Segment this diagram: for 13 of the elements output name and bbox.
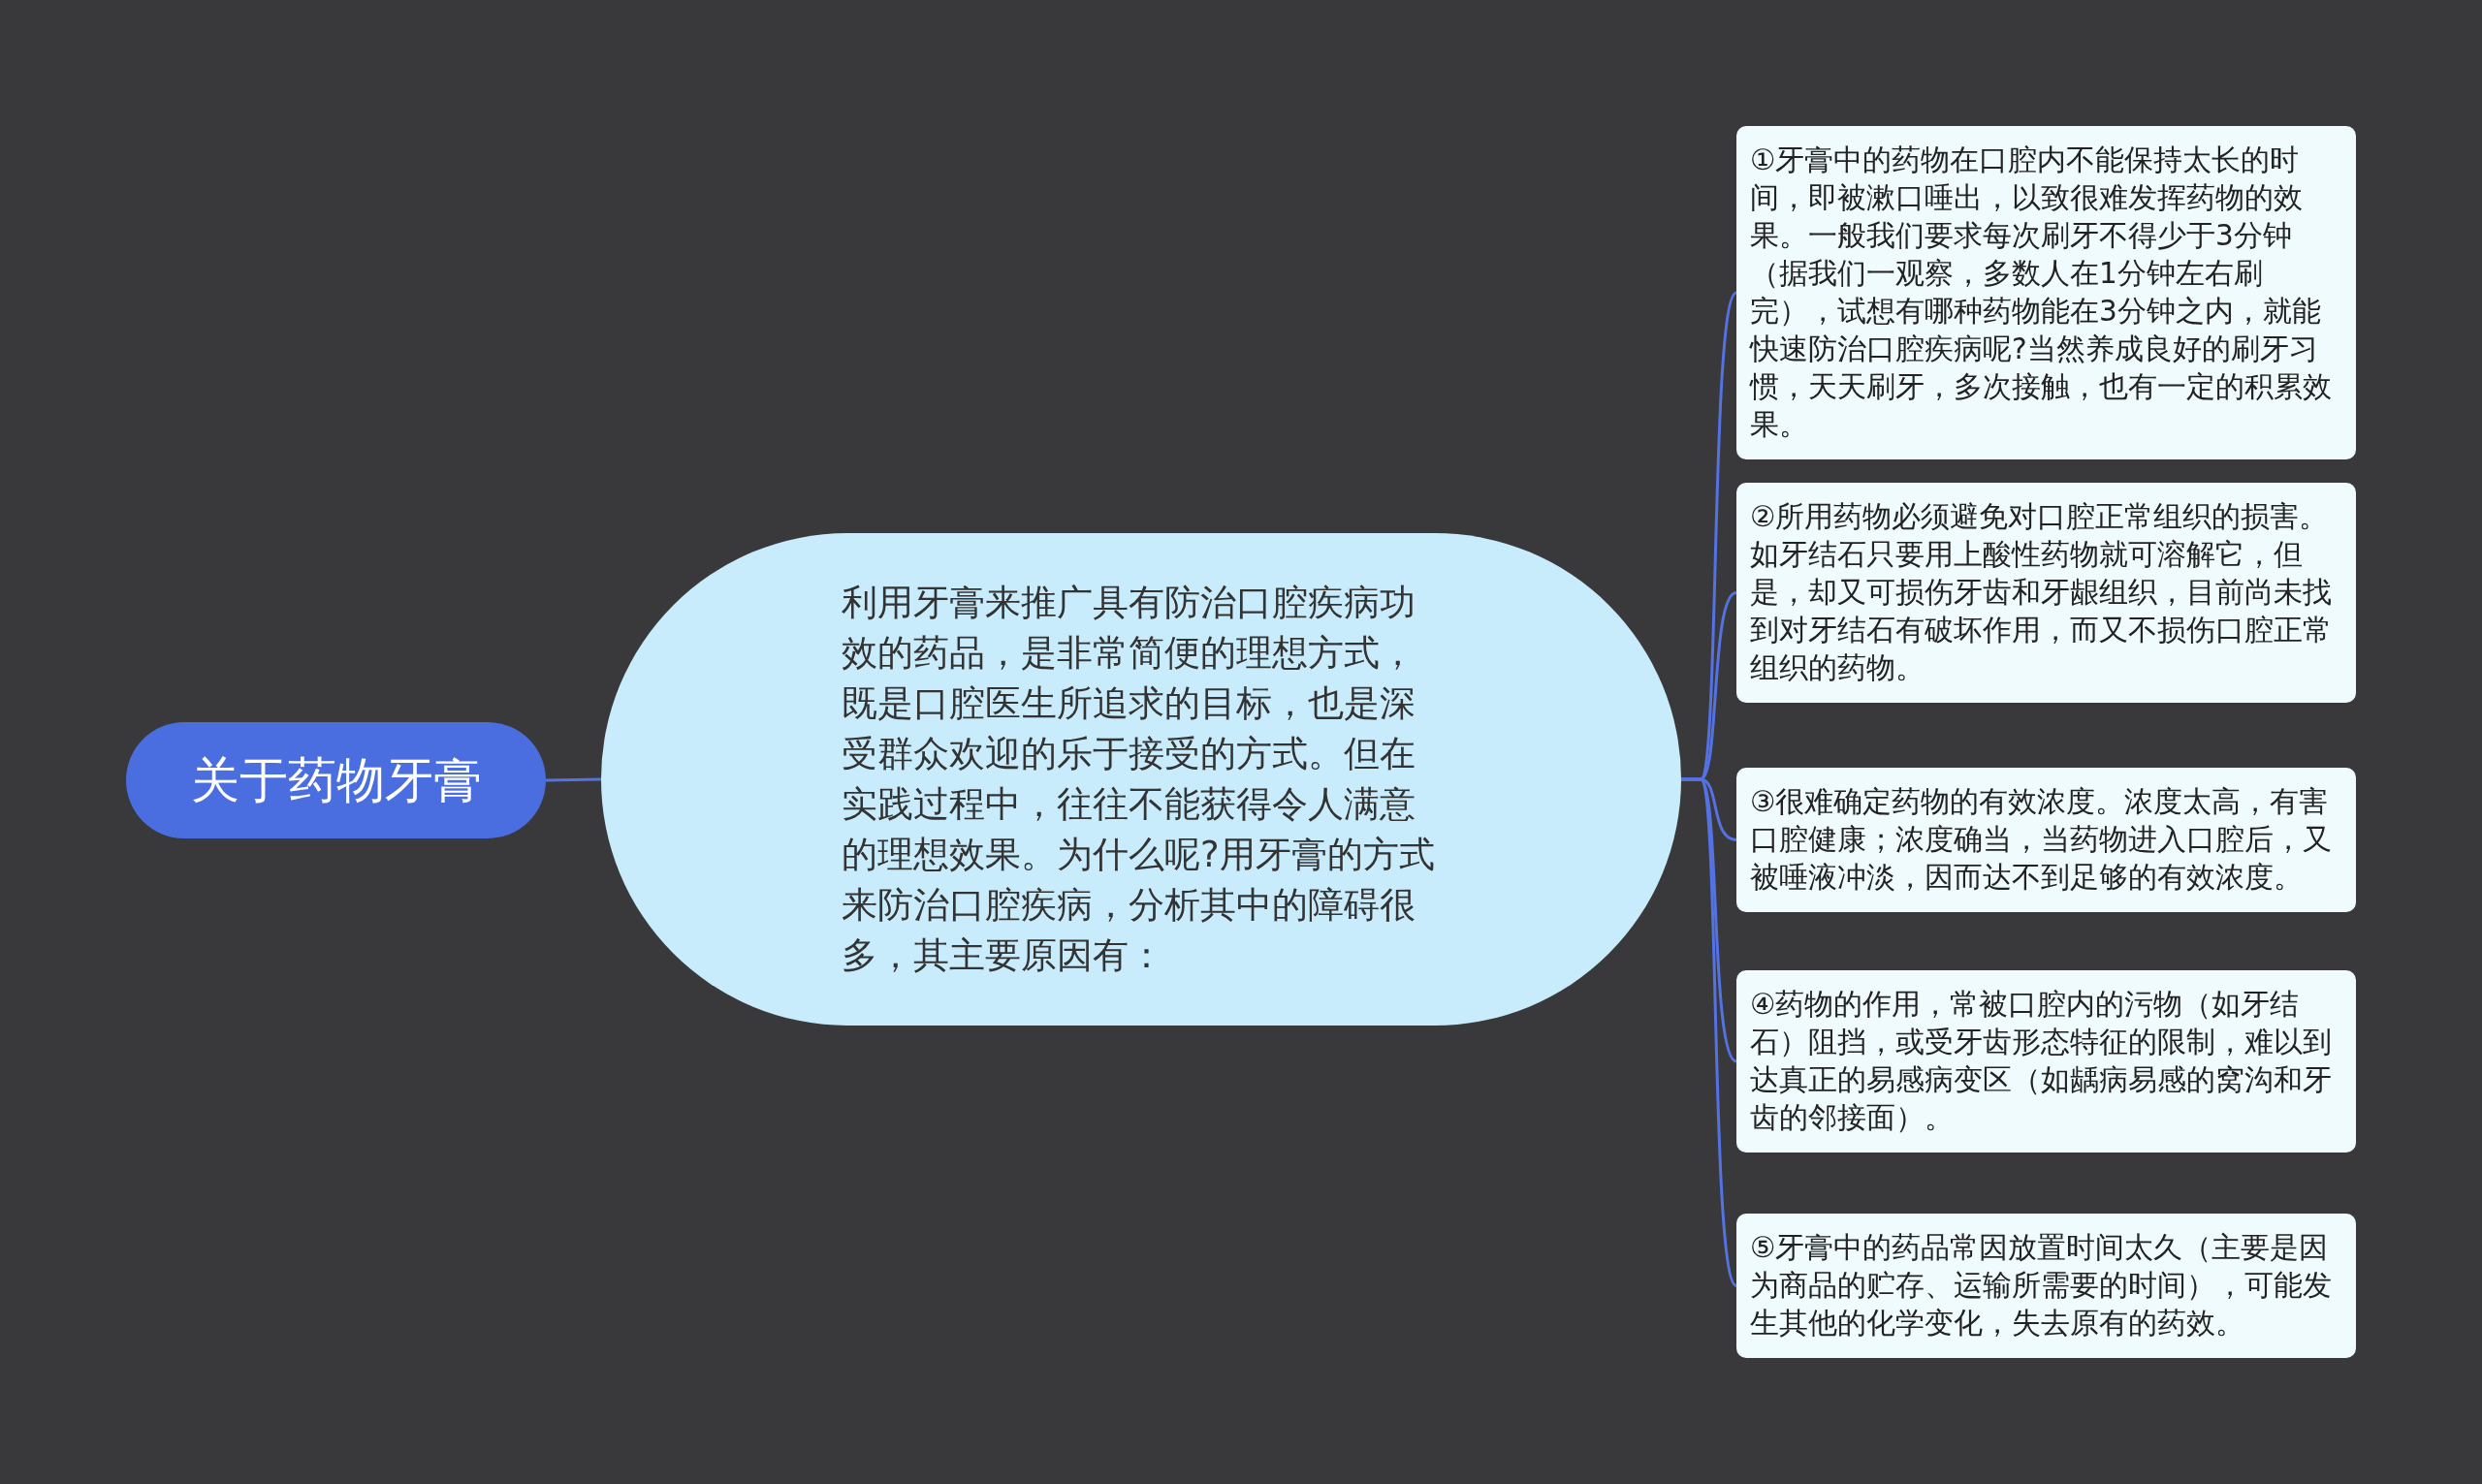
connector-line [545, 777, 602, 782]
detail-card [1736, 1214, 2356, 1358]
node-text: ②所用药物必须避免对口腔正常组织的损害。如牙结石只要用上酸性药物就可溶解它，但是，却又可损伤牙齿和牙龈组织，目前尚未找到对牙结石有破坏作用，而又不损伤口腔正常组织的药物。 [1750, 499, 2333, 686]
node-text: ①牙膏中的药物在口腔内不能保持太长的时间，即被漱口唾出，以致很难发挥药物的效果。一般我们要求每次刷牙不得少于3分钟（据我们一观察，多数人在1分钟左右刷完），试想有哪种药物能在3分钟之内，就能快速防治口腔疾病呢?当然养成良好的刷牙习惯，天天刷牙，多次接触，也有一定的积累效果。 [1750, 142, 2333, 443]
node-text: ④药物的作用，常被口腔内的污物（如牙结石）阻挡，或受牙齿形态特征的限制，难以到达真正的易感病变区（如龋病易感的窝沟和牙齿的邻接面）。 [1750, 987, 2333, 1136]
topic-text: 关于药物牙膏 [190, 750, 482, 810]
node-text: ③很难确定药物的有效浓度。浓度太高，有害口腔健康；浓度确当，当药物进入口腔后，又被唾液冲淡，因而达不到足够的有效浓度。 [1750, 784, 2333, 896]
detail-card [1736, 768, 2356, 912]
detail-card [1736, 970, 2356, 1152]
node-text: ⑤牙膏中的药品常因放置时间太久（主要是因为商品的贮存、运输所需要的时间），可能发生其他的化学变化，失去原有的药效。 [1750, 1230, 2333, 1342]
detail-card [1736, 126, 2356, 459]
detail-card [1736, 483, 2356, 703]
node-text: 利用牙膏来推广具有防治口腔疾病功效的药品，是非常简便的理想方式，既是口腔医生所追求的目标，也是深受群众欢迎的乐于接受的方式。但在实践过程中，往往不能获得令人满意的理想效果。为什么呢?用牙膏的方式来防治口腔疾病，分析其中的障碍很多，其主要原因有： [842, 581, 1436, 978]
